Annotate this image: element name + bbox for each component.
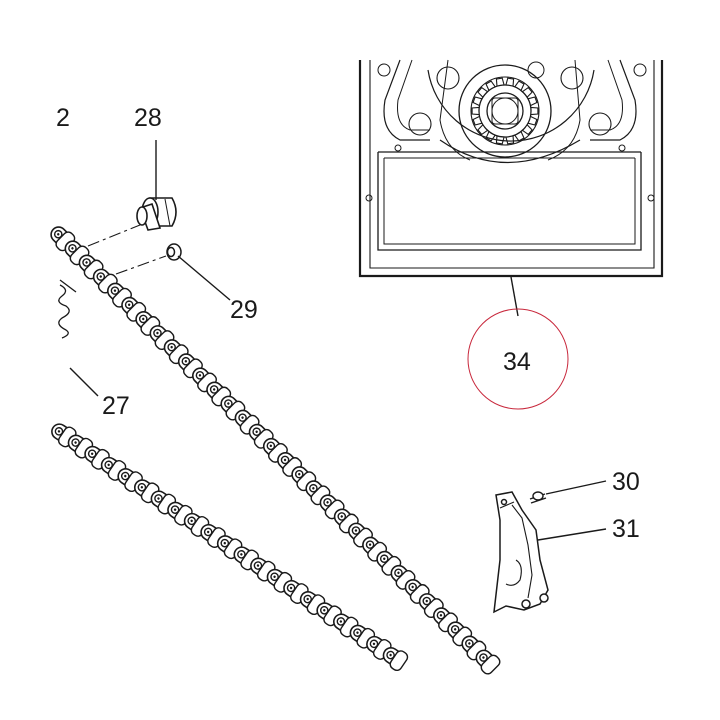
bushing-part [136,197,177,231]
leader-lines [69,140,607,541]
sprocket-tooth [472,96,483,107]
washer-part [166,243,182,261]
sprocket-tooth [485,131,496,142]
label-28: 28 [134,104,162,132]
sprocket-tooth [522,124,533,136]
sprocket-tooth [471,106,480,116]
assembly-centerlines [87,224,167,275]
enclosure-panel [358,59,664,278]
sprocket-tooth [522,86,533,98]
sprocket-tooth [505,77,515,87]
label-29: 29 [230,296,258,324]
sprocket-tooth [495,77,505,87]
roller-chain-lower [46,418,411,674]
sprocket-tooth [527,96,538,107]
label-27: 27 [102,392,130,420]
guard-bracket-part [493,491,549,614]
sprocket-tooth [485,80,496,91]
sprocket-tooth [495,135,505,145]
sprocket-tooth [514,80,525,91]
sprocket-tooth [530,106,539,116]
label-30: 30 [612,468,640,496]
sprocket-tooth [505,135,515,145]
sprocket-tooth [514,131,525,142]
label-2: 2 [56,104,70,132]
spring-part [58,279,77,339]
sprocket-teeth [471,77,539,145]
sprocket-tooth [527,115,538,126]
roller-chain-upper [45,221,503,677]
sprocket-tooth [477,86,488,98]
label-34: 34 [503,348,531,376]
sprocket-tooth [477,124,488,136]
sprocket-tooth [472,115,483,126]
highlight-circle [467,308,569,410]
label-31: 31 [612,515,640,543]
screw-part [529,491,547,504]
